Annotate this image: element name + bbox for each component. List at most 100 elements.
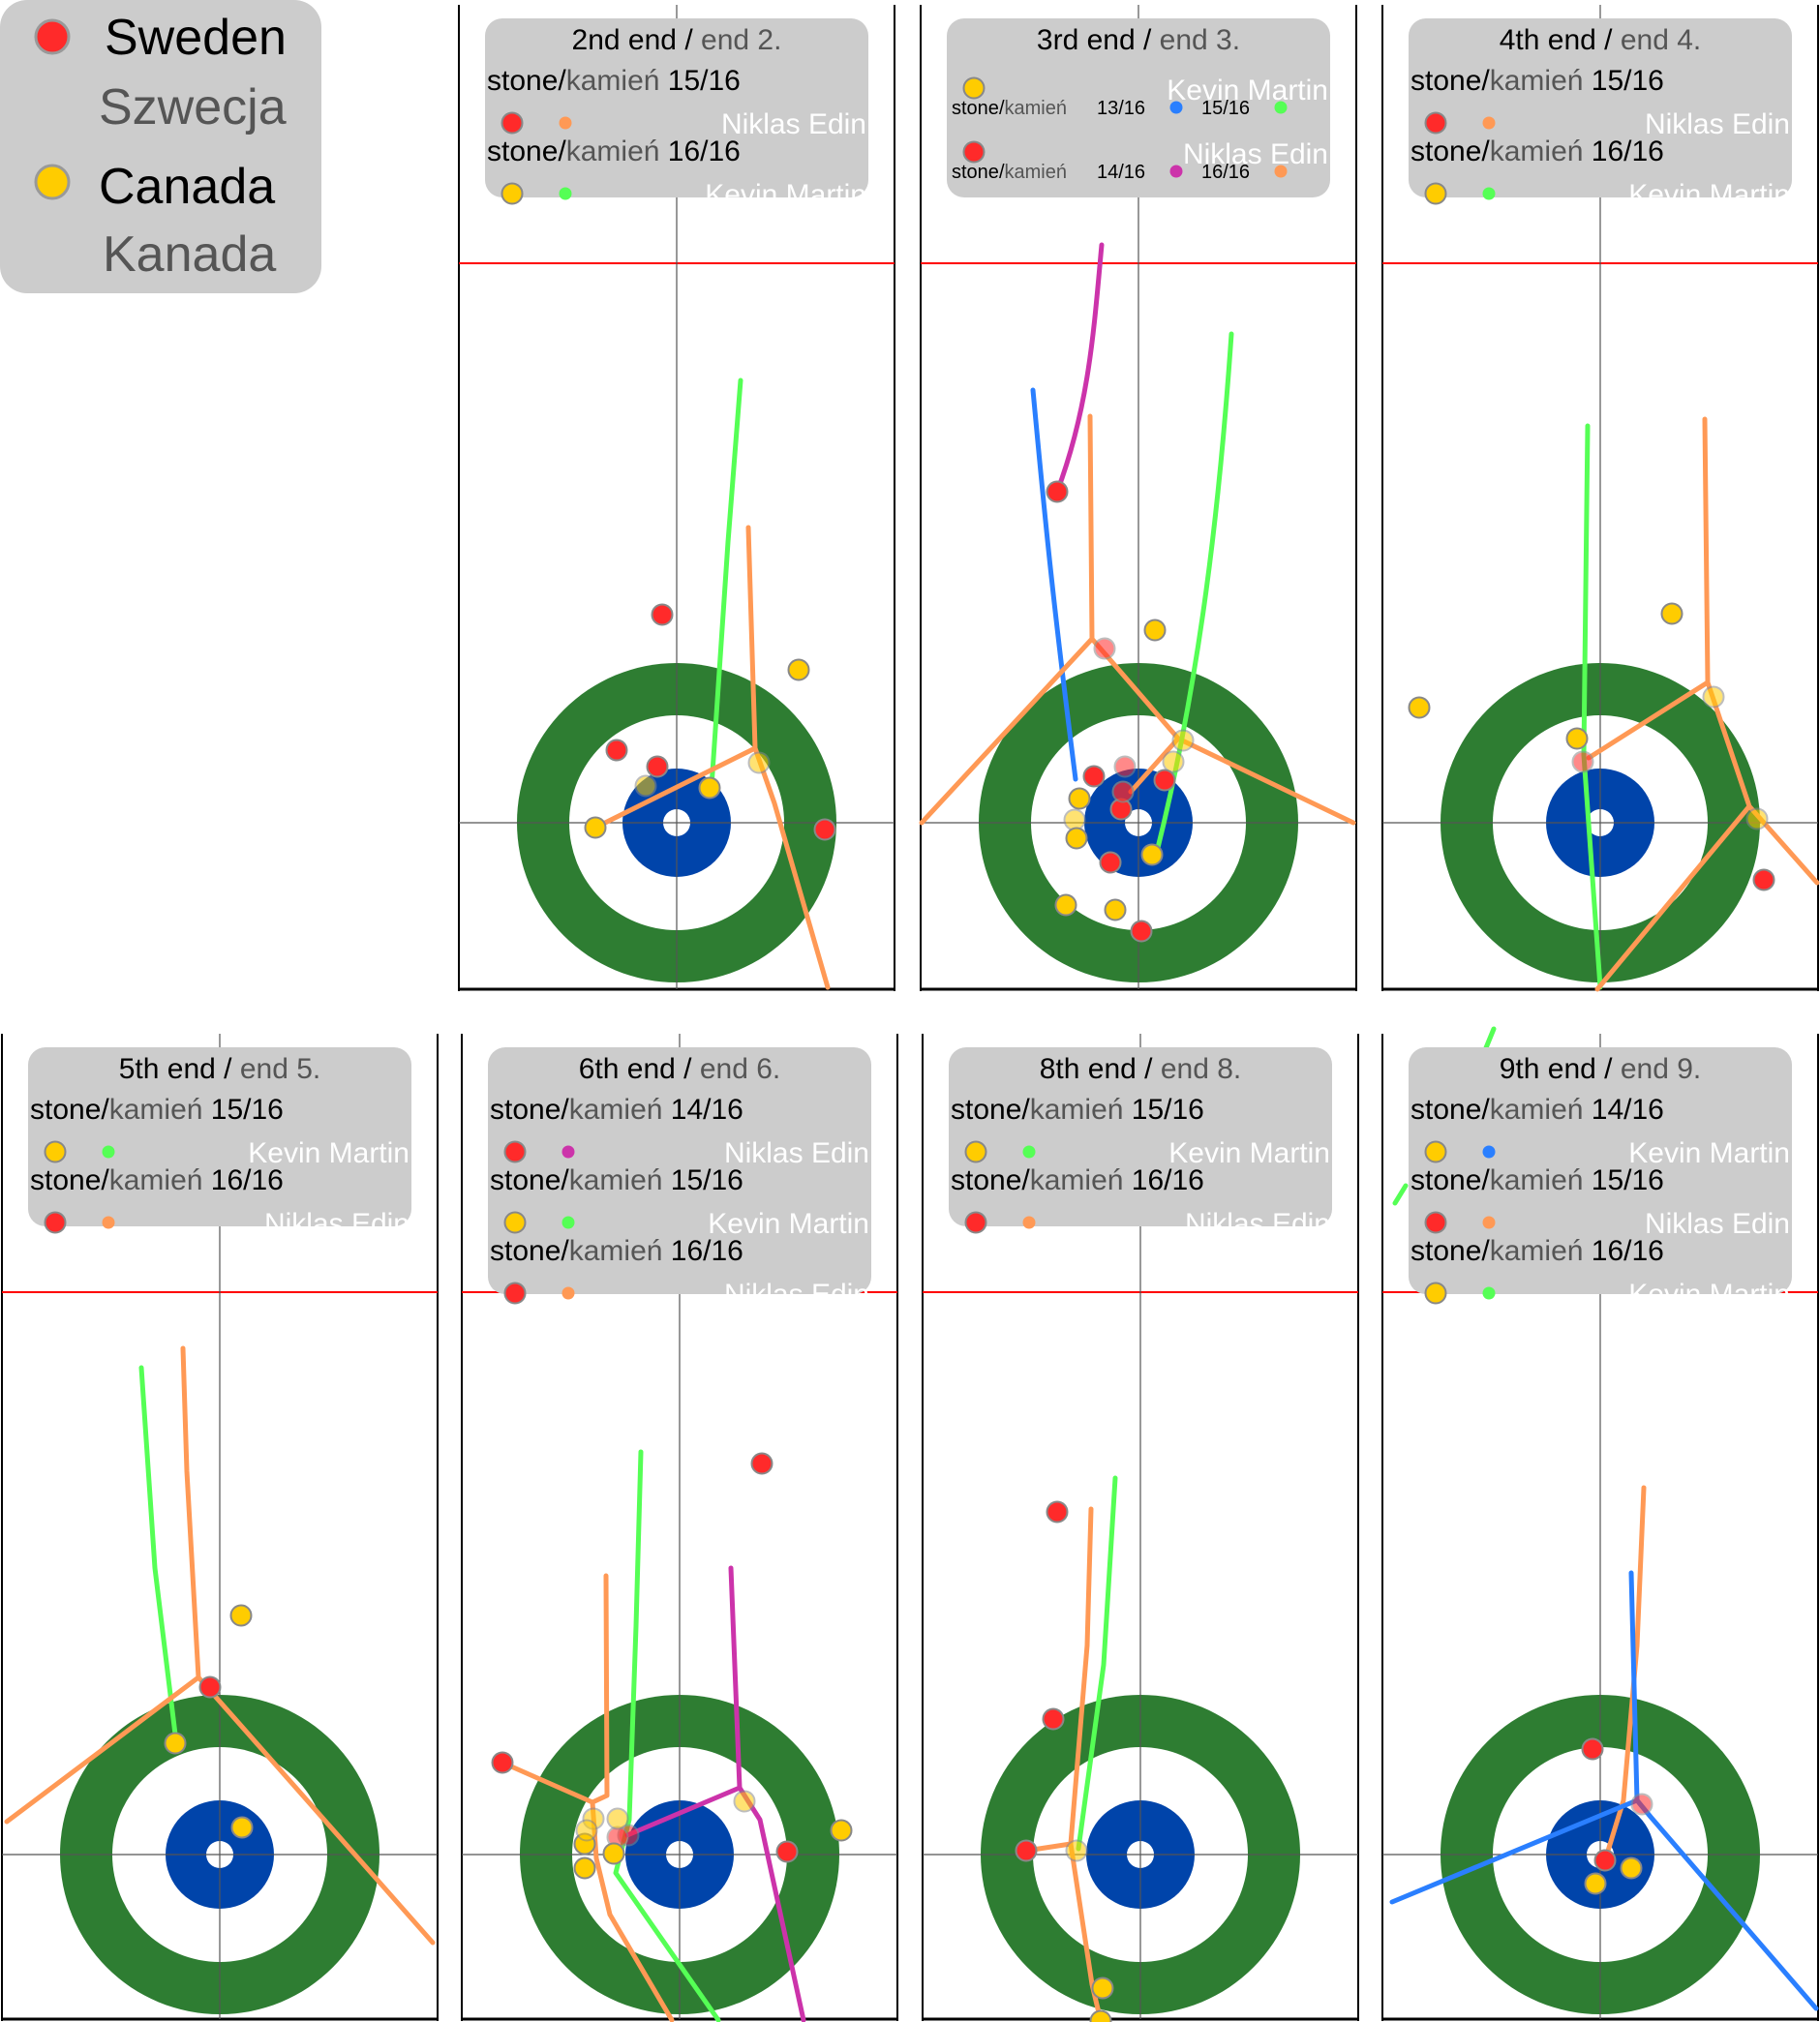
canada-stone [1054,893,1077,917]
shot-path-marker [1022,1145,1036,1159]
shot-number-spacer [662,1164,670,1196]
canada-stone [1140,843,1164,866]
shot-number-spacer [1583,1235,1591,1267]
shot-path-orange [1602,1485,1647,1863]
canada-stone [1162,750,1185,773]
stone-word-pl: kamień [569,1094,663,1126]
stone-word: stone [487,65,558,97]
canada-stone [698,776,721,800]
stone-word-separator: / [999,162,1005,183]
end-panel: 8th end / end 8.stone/kamień 15/16Kevin … [922,1034,1359,2022]
shot-team-marker [44,1140,67,1163]
end-title-separator: / [216,1053,240,1085]
canada-stone [1065,827,1088,850]
shot-path-blue [1030,387,1078,782]
end-title-en: 9th end [1500,1053,1596,1085]
shot-path-marker [561,1145,575,1159]
shot-number-value: 15/16 [1592,1164,1664,1196]
sweden-stone [775,1840,799,1863]
shot-number: stone/kamień 16/16 [951,1164,1204,1196]
sweden-stone [1111,780,1135,803]
end-title-en: 3rd end [1037,24,1136,56]
shot-number-spacer [202,1094,210,1126]
shot-path-marker [559,187,572,200]
end-title-separator: / [1137,1053,1161,1085]
end-title-en: 4th end [1500,24,1596,56]
canada-stone [733,1790,756,1813]
shot-path-marker [1274,165,1288,178]
player-name: Kevin Martin [248,1137,410,1169]
shot-path-marker [559,116,572,130]
player-name: Niklas Edin [264,1208,410,1240]
shot-number-value: 16/16 [211,1164,284,1196]
canada-stone [830,1819,853,1842]
canada-stone [1104,898,1127,921]
shot-team-marker [1424,182,1447,205]
shot-path-green [138,1365,179,1745]
shot-team-marker [1424,1140,1447,1163]
end-title-separator: / [1136,24,1160,56]
end-title: 2nd end / end 2. [572,24,782,56]
sweden-stone [646,755,669,778]
sweden-stone [1593,1849,1617,1872]
stone-word-pl: kamień [566,136,660,167]
end-title-en: 6th end [579,1053,676,1085]
canada-stone [229,1604,253,1627]
shot-number-value: 16/16 [1592,136,1664,167]
shot-number-value: 14/16 [1097,162,1145,183]
sweden-stone [1153,769,1176,792]
sweden-stone [1630,1793,1653,1816]
sweden-stone [1046,480,1069,503]
shot-number-value: 14/16 [671,1094,743,1126]
shot-path-marker [561,1216,575,1229]
canada-stone [1745,807,1769,830]
stone-word-separator: / [1021,1164,1030,1196]
stone-word-separator: / [101,1094,109,1126]
stone-word: stone [487,136,558,167]
canada-stone [1091,1977,1114,2000]
shot-path-marker [561,1286,575,1300]
shot-number-spacer [1583,1164,1591,1196]
canada-stone [1620,1856,1643,1880]
stone-word-separator: / [561,1235,569,1267]
shot-path-orange [1586,416,1820,992]
shot-team-marker [1424,1211,1447,1234]
shot-team-marker [503,1211,527,1234]
sweden-stone [1082,765,1106,788]
canada-stone [575,1819,598,1842]
stone-word-separator: / [561,1094,569,1126]
shot-number: stone/kamień 16/16 [1410,1235,1664,1267]
shot-number: stone/kamień 15/16 [30,1094,284,1126]
stone-word-pl: kamień [1490,1094,1584,1126]
sweden-stone [1130,920,1153,943]
shot-number: stone/kamień 15/16 [951,1094,1204,1126]
stone-word-separator: / [558,65,566,97]
sweden-stone [750,1452,774,1475]
shot-path-marker [1482,1216,1496,1229]
stone-word: stone [1410,1164,1481,1196]
shot-number-value: 16/16 [1201,162,1250,183]
end-title-pl: end 3. [1160,24,1240,56]
legend-canada-label: Canada [99,159,275,215]
sweden-stone [198,1675,222,1699]
stone-word-separator: / [1481,65,1490,97]
shot-path-marker [1482,187,1496,200]
shot-number-spacer [1583,65,1591,97]
shot-number-value: 16/16 [1132,1164,1204,1196]
shot-number-spacer [202,1164,210,1196]
sweden-stone [1099,851,1122,874]
end-title-pl: end 4. [1621,24,1701,56]
end-title: 9th end / end 9. [1500,1053,1702,1085]
shot-number-value: 15/16 [671,1164,743,1196]
stone-word: stone [30,1094,101,1126]
shot-number: stone/kamień 15/16 [487,65,741,97]
shot-path-orange [4,1345,436,1946]
shot-number: stone/kamień 15/16 [490,1164,743,1196]
shot-team-marker [1424,111,1447,135]
shot-path-orange [1023,1506,1104,2022]
shot-path-marker [1274,101,1288,114]
shot-number-value: 15/16 [1132,1094,1204,1126]
stone-word-pl: kamień [1030,1164,1124,1196]
shot-team-marker [964,1140,987,1163]
stone-word-pl: kamień [1490,1235,1584,1267]
